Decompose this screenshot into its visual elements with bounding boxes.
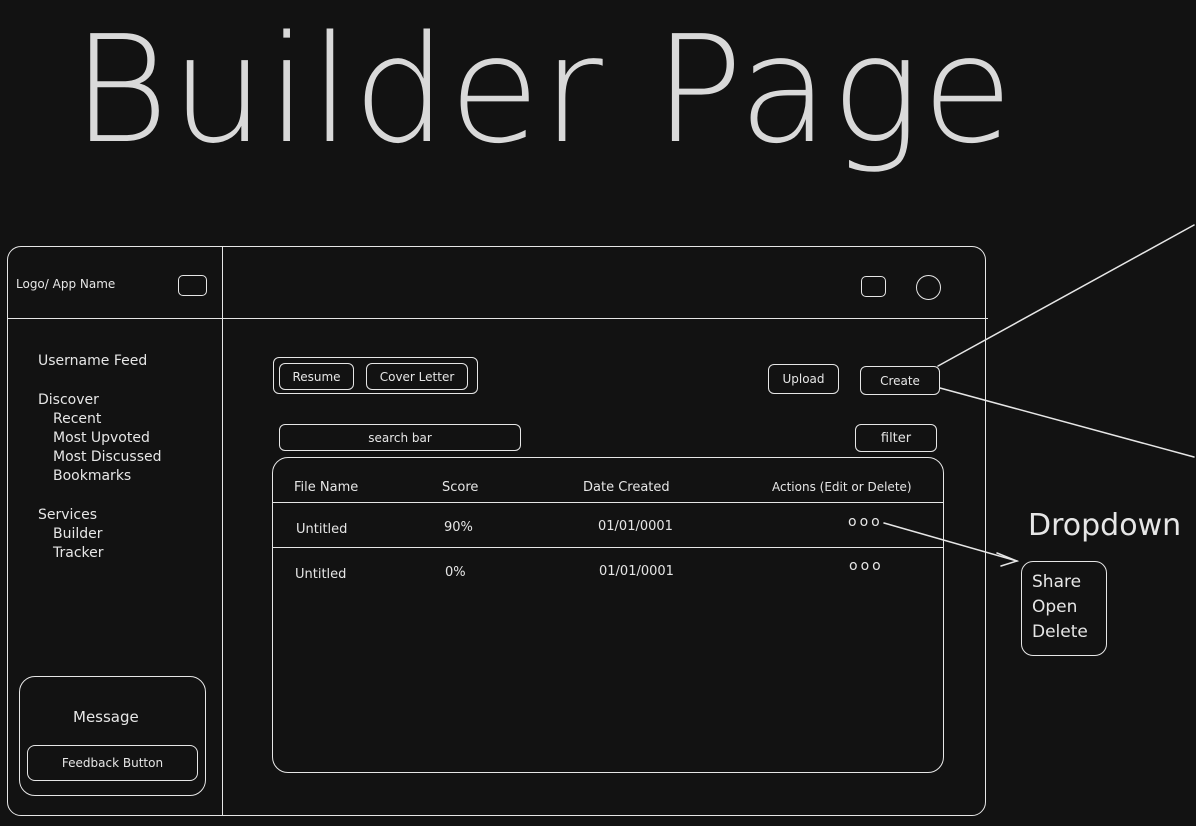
- tab-cover-letter[interactable]: Cover Letter: [366, 363, 468, 390]
- sidebar-heading-services: Services: [38, 507, 98, 523]
- table-row-divider: [273, 547, 943, 548]
- dropdown-item-open[interactable]: Open: [1032, 597, 1078, 617]
- feedback-button[interactable]: Feedback Button: [27, 745, 198, 781]
- notifications-icon[interactable]: [861, 276, 886, 297]
- create-button[interactable]: Create: [860, 366, 940, 395]
- row1-date: 01/01/0001: [598, 519, 673, 534]
- table-header-divider: [273, 502, 943, 503]
- sidebar-item-tracker[interactable]: Tracker: [53, 545, 104, 561]
- sidebar-item-builder[interactable]: Builder: [53, 526, 103, 542]
- row1-actions-menu-icon[interactable]: ooo: [848, 514, 883, 530]
- files-table: [272, 457, 944, 773]
- row2-date: 01/01/0001: [599, 564, 674, 579]
- sidebar-heading-discover: Discover: [38, 392, 99, 408]
- sidebar-item-bookmarks[interactable]: Bookmarks: [53, 468, 132, 484]
- row2-file-name[interactable]: Untitled: [295, 567, 347, 582]
- sidebar-item-recent[interactable]: Recent: [53, 411, 102, 427]
- row1-file-name[interactable]: Untitled: [296, 522, 348, 537]
- app-logo: Logo/ App Name: [16, 277, 116, 291]
- message-card: [19, 676, 206, 796]
- tab-resume[interactable]: Resume: [279, 363, 354, 390]
- row2-actions-menu-icon[interactable]: ooo: [849, 558, 884, 574]
- header-divider: [8, 318, 988, 319]
- sidebar-divider: [222, 247, 223, 815]
- dropdown-item-share[interactable]: Share: [1032, 572, 1082, 592]
- column-header-file-name: File Name: [294, 480, 359, 495]
- sidebar-toggle-button[interactable]: [178, 275, 207, 296]
- column-header-score: Score: [442, 480, 479, 495]
- profile-avatar-icon[interactable]: [916, 275, 941, 300]
- column-header-date-created: Date Created: [583, 480, 670, 495]
- dropdown-item-delete[interactable]: Delete: [1032, 622, 1088, 642]
- dropdown-label: Dropdown: [1028, 508, 1182, 543]
- row2-score: 0%: [445, 565, 466, 580]
- sidebar-item-most-upvoted[interactable]: Most Upvoted: [53, 430, 150, 446]
- page-title: Builder Page: [72, 4, 1016, 176]
- row1-score: 90%: [444, 520, 473, 535]
- message-label: Message: [73, 708, 139, 726]
- upload-button[interactable]: Upload: [768, 364, 839, 394]
- filter-button[interactable]: filter: [855, 424, 937, 452]
- app-window: [7, 246, 986, 816]
- sidebar-item-feed[interactable]: Username Feed: [38, 353, 148, 369]
- dropdown-menu: [1021, 561, 1107, 656]
- sidebar-item-most-discussed[interactable]: Most Discussed: [53, 449, 162, 465]
- search-input[interactable]: search bar: [279, 424, 521, 451]
- column-header-actions: Actions (Edit or Delete): [772, 480, 912, 494]
- document-type-tabs: [273, 357, 478, 394]
